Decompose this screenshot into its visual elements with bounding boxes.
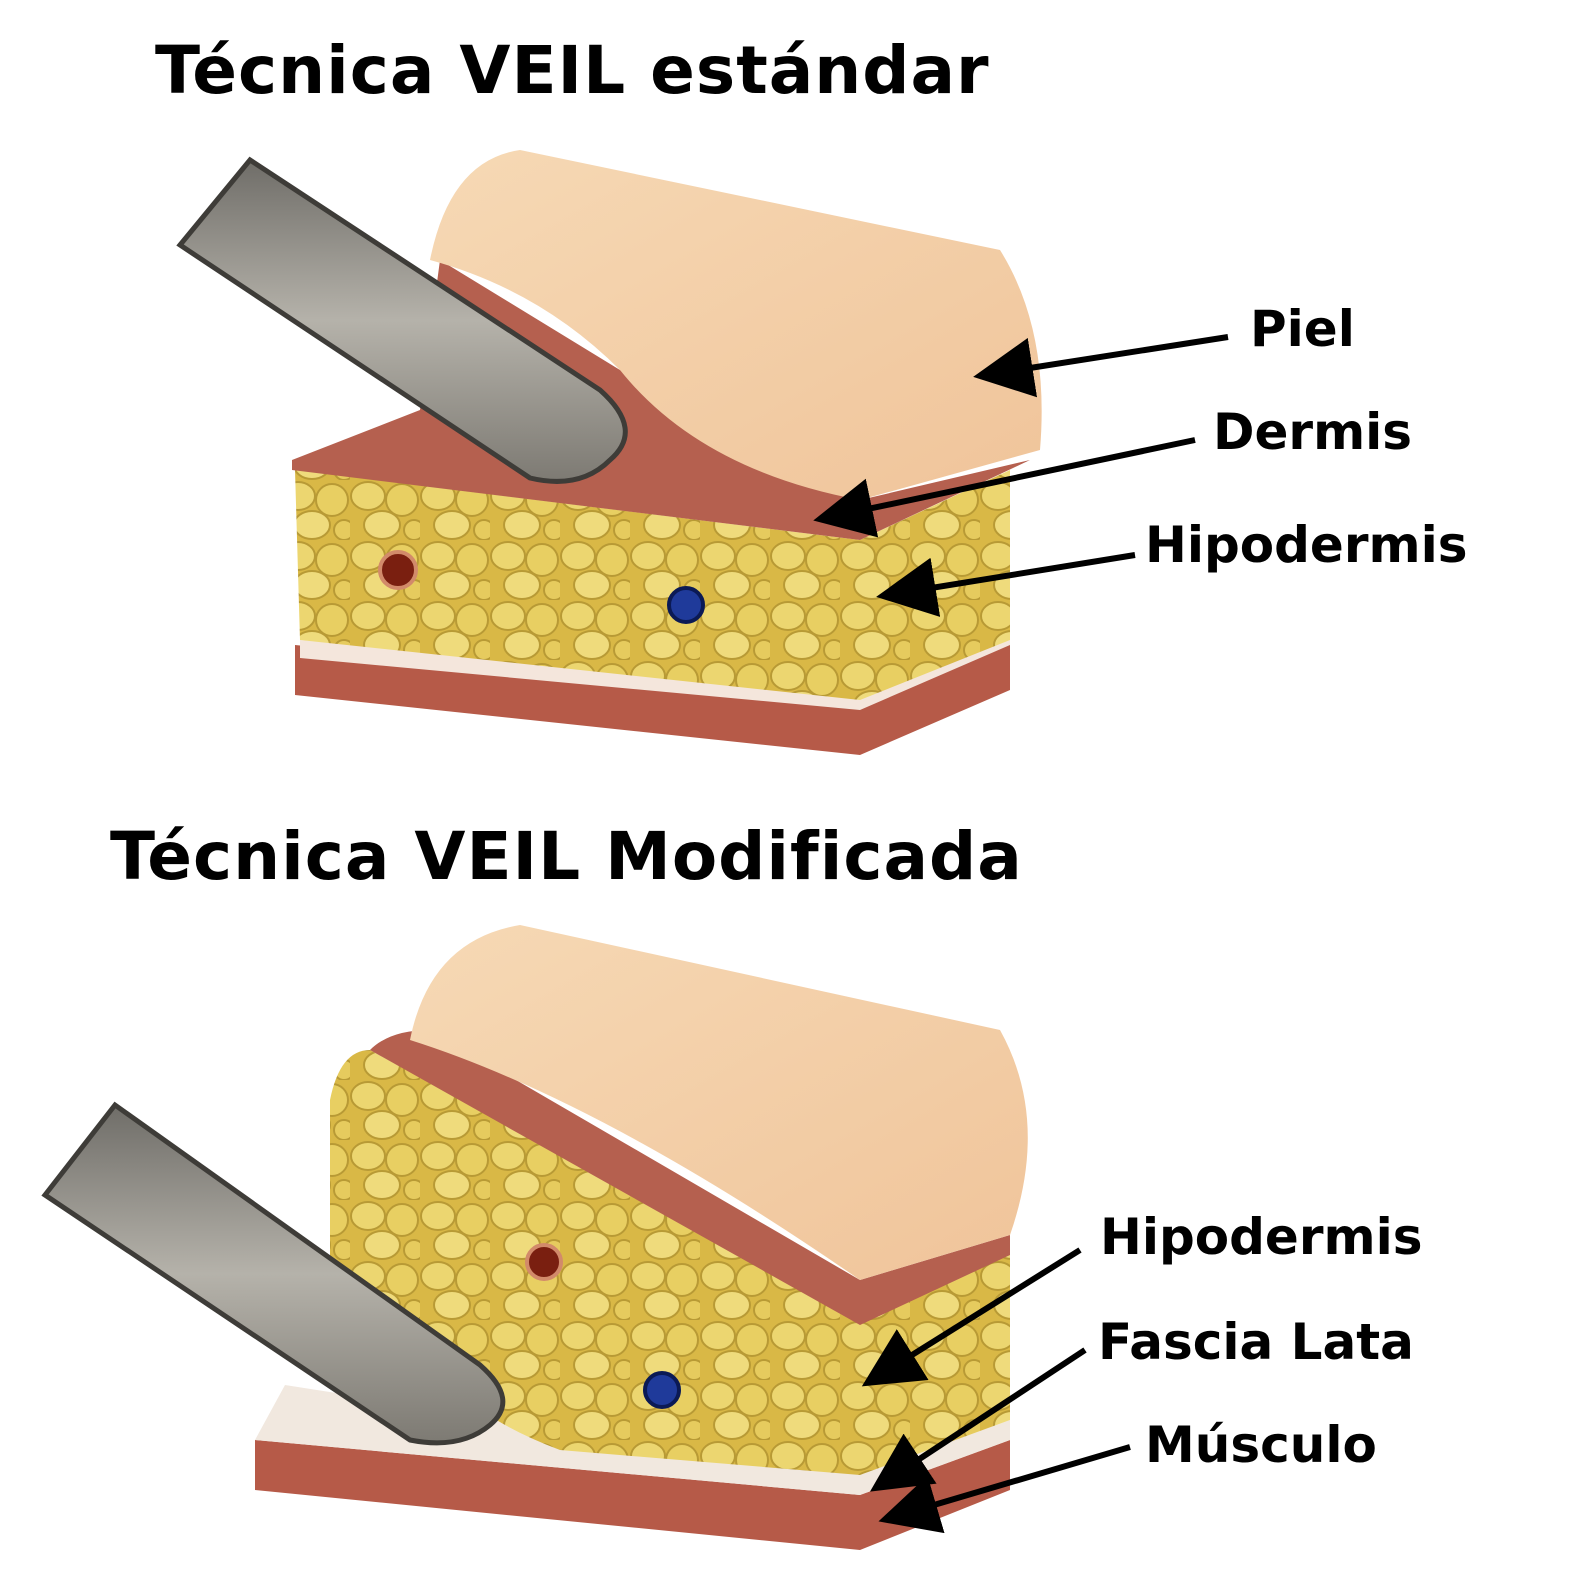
label-hipodermis-top: Hipodermis	[1145, 516, 1468, 574]
bottom-cannula-instrument	[41, 1101, 506, 1446]
artery	[525, 1243, 563, 1281]
top-title: Técnica VEIL estándar	[155, 32, 990, 109]
label-piel: Piel	[1250, 300, 1355, 358]
bottom-title: Técnica VEIL Modificada	[110, 818, 1023, 895]
muscle-layer	[255, 1440, 1010, 1550]
fat-layer	[330, 1050, 1010, 1475]
fat-layer	[295, 470, 1010, 700]
vein	[643, 1371, 681, 1409]
label-hipodermis-bottom: Hipodermis	[1100, 1208, 1423, 1266]
label-dermis: Dermis	[1213, 403, 1413, 461]
label-fascia-lata: Fascia Lata	[1098, 1313, 1414, 1371]
label-musculo: Músculo	[1145, 1416, 1377, 1474]
bottom-arrows	[861, 1247, 1131, 1534]
dermis-layer	[370, 1030, 1010, 1325]
top-arrows	[813, 334, 1229, 617]
top-tissue-block	[292, 150, 1042, 755]
artery	[378, 550, 418, 590]
vein	[667, 586, 705, 624]
top-cannula-instrument	[176, 156, 628, 484]
skin-layer	[410, 925, 1028, 1280]
skin-layer	[430, 150, 1042, 500]
bottom-tissue-block	[255, 925, 1028, 1550]
